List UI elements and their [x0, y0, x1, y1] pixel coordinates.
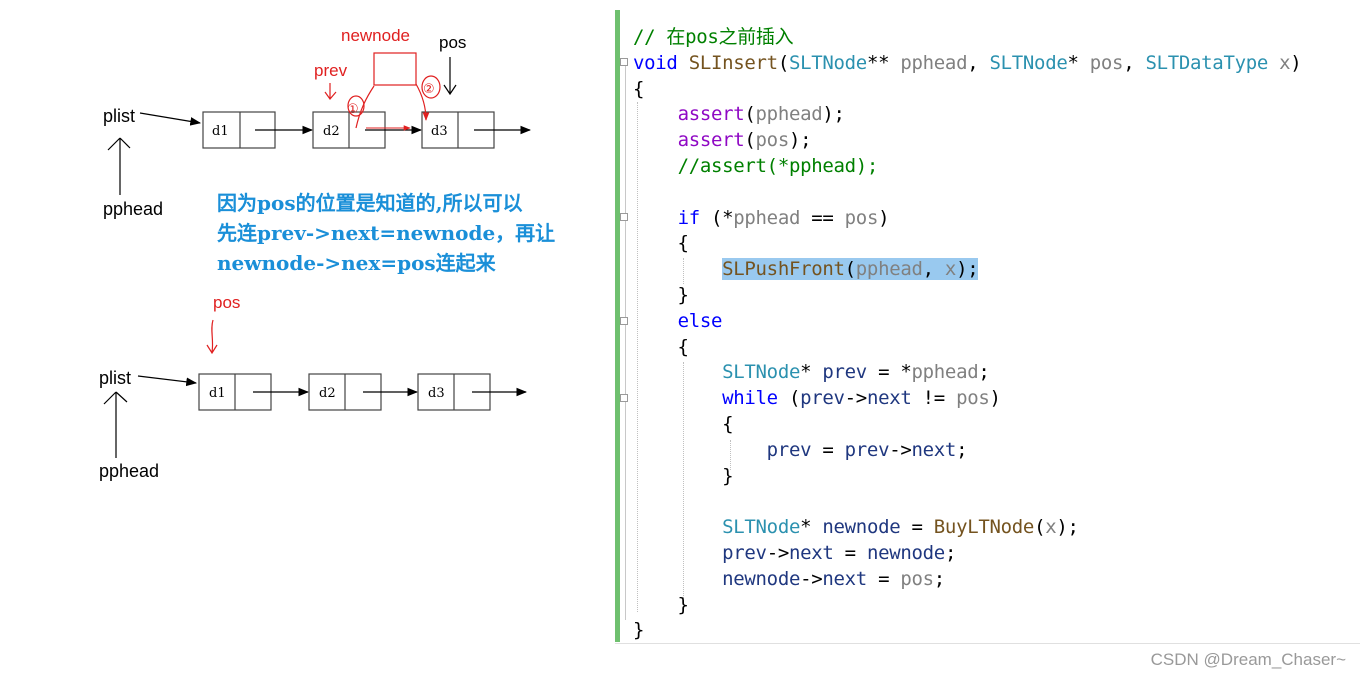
fold-toggle-icon[interactable] [620, 58, 628, 66]
code-line[interactable]: assert(pphead); [677, 103, 845, 126]
code-line[interactable]: newnode->next = pos; [722, 567, 945, 590]
svg-text:d2: d2 [323, 124, 340, 139]
prev-arrow [324, 83, 337, 100]
svg-text:d1: d1 [209, 386, 226, 401]
step1-circle [347, 95, 365, 117]
fold-toggle-icon[interactable] [620, 317, 628, 325]
change-indicator-bar [615, 10, 620, 642]
node-d3-bottom: d3 [417, 373, 491, 411]
code-line[interactable]: { [633, 232, 689, 255]
code-line[interactable]: } [633, 619, 645, 642]
pphead-label-bottom: pphead [99, 461, 159, 481]
pos-arrow-bottom [206, 319, 218, 355]
code-line[interactable]: SLPushFront(pphead, x); [633, 256, 979, 282]
top-diagram: plist pphead d1 d2 d3 newnode prev [103, 26, 532, 219]
code-line[interactable]: SLTNode* newnode = BuyLTNode(x); [722, 516, 1079, 539]
code-line[interactable]: { [633, 335, 689, 358]
node-d3: d3 [421, 111, 495, 149]
svg-text:d3: d3 [428, 386, 445, 401]
pphead-arrow-bottom [103, 391, 128, 458]
code-editor[interactable]: // 在pos之前插入 void SLInsert(SLTNode** pphea… [615, 10, 1360, 645]
step2-label: ② [423, 81, 435, 96]
code-line[interactable]: { [633, 77, 645, 100]
code-line[interactable]: { [633, 413, 734, 435]
indent-guide [683, 258, 684, 284]
code-line[interactable]: void SLInsert(SLTNode** pphead, SLTNode*… [633, 51, 1302, 74]
note-line-1: 因为pos的位置是知道的,所以可以 [217, 191, 523, 215]
indent-guide [683, 362, 684, 598]
pos-label-top: pos [439, 33, 466, 52]
newnode-box [373, 52, 417, 86]
code-line[interactable]: } [633, 464, 734, 487]
plist-label: plist [103, 106, 135, 126]
code-line[interactable]: // 在pos之前插入 [633, 26, 794, 48]
indent-guide [730, 440, 731, 470]
gutter-line [625, 60, 626, 620]
code-line[interactable]: assert(pos); [677, 129, 812, 152]
code-line[interactable]: while (prev->next != pos) [722, 387, 1001, 410]
pphead-arrow [107, 137, 131, 195]
note-line-2: 先连prev->next=newnode，再让 [217, 221, 555, 245]
step2-circle [421, 75, 441, 99]
svg-text:d3: d3 [431, 124, 448, 139]
code-line[interactable]: SLTNode* prev = *pphead; [722, 361, 990, 384]
code-line[interactable]: if (*pphead == pos) [677, 206, 890, 229]
step1-link [355, 85, 375, 129]
pos-label-bottom: pos [213, 293, 240, 312]
selected-text[interactable]: SLPushFront(pphead, x); [722, 258, 979, 281]
pphead-label: pphead [103, 199, 163, 219]
plist-arrow-bottom [137, 375, 198, 387]
code-line[interactable]: //assert(*pphead); [677, 155, 879, 177]
code-line[interactable]: prev = prev->next; [766, 438, 968, 461]
svg-text:d1: d1 [212, 124, 229, 139]
fold-toggle-icon[interactable] [620, 394, 628, 402]
editor-bottom-border [615, 643, 1360, 644]
watermark: CSDN @Dream_Chaser~ [1150, 650, 1346, 669]
prev-label: prev [314, 61, 348, 80]
code-line[interactable]: } [633, 593, 689, 616]
step1-label: ① [347, 101, 359, 116]
svg-text:d2: d2 [319, 386, 336, 401]
indent-guide [637, 102, 638, 612]
newnode-label: newnode [341, 26, 410, 45]
pos-arrow-top [443, 57, 457, 96]
plist-label-bottom: plist [99, 368, 131, 388]
code-line[interactable]: prev->next = newnode; [722, 542, 957, 564]
newnode-to-d3 [415, 83, 430, 121]
plist-arrow [139, 112, 202, 126]
note-line-3: newnode->nex=pos连起来 [217, 251, 497, 275]
fold-toggle-icon[interactable] [620, 213, 628, 221]
red-annotations: newnode prev ① ② pos [314, 26, 466, 131]
linked-list-diagram: plist pphead d1 d2 d3 newnode prev [99, 26, 555, 481]
code-line[interactable]: } [633, 284, 689, 306]
code-line[interactable]: else [677, 309, 723, 332]
bottom-diagram: pos plist pphead d1 d2 d3 [99, 293, 528, 481]
explanation-note: 因为pos的位置是知道的,所以可以 先连prev->next=newnode，再… [217, 191, 555, 275]
